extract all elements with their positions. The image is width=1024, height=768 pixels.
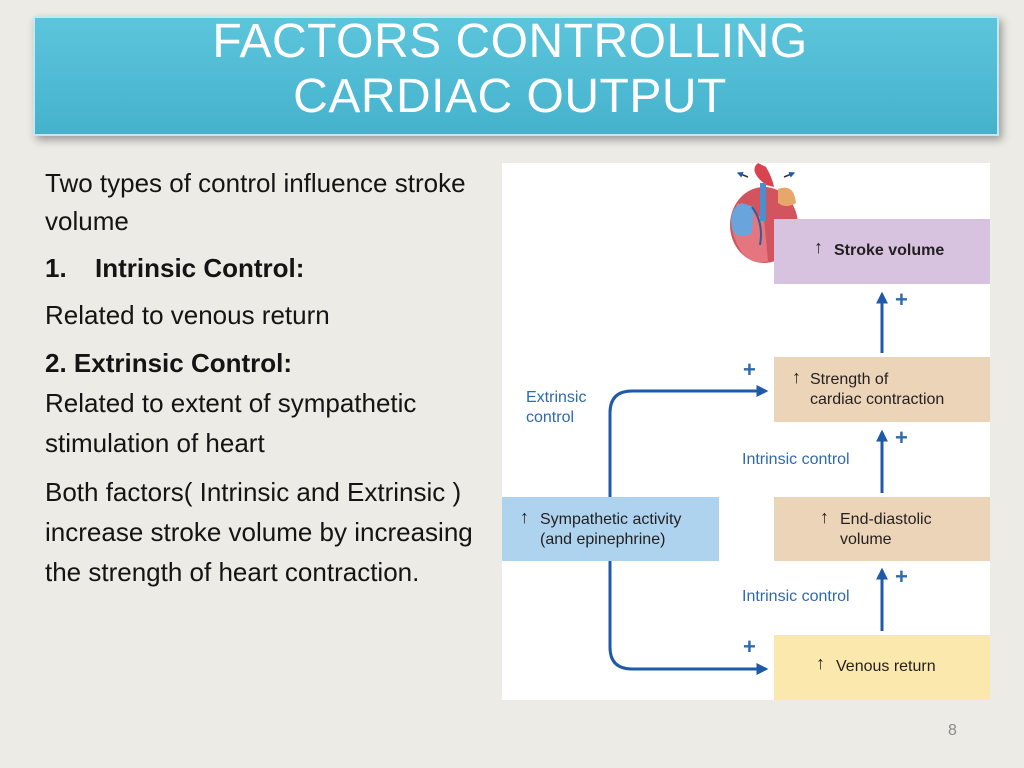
sympathetic-activity-box: ↑ Sympathetic activity (and epinephrine) — [502, 497, 719, 561]
stroke-volume-label: Stroke volume — [834, 242, 945, 259]
extrinsic-control-label-line-2: control — [526, 409, 575, 426]
extrinsic-heading: 2. Extrinsic Control: — [45, 348, 293, 378]
intro-paragraph: Two types of control influence stroke vo… — [45, 168, 466, 236]
sympathetic-label-line-1: Sympathetic activity — [540, 511, 682, 528]
increase-arrow-icon: ↑ — [520, 507, 529, 527]
edv-label-line-2: volume — [840, 531, 892, 548]
plus-sign-extrinsic: + — [743, 357, 756, 382]
heart-illustration-icon — [730, 163, 798, 263]
title-line-1: FACTORS CONTROLLING — [212, 15, 808, 68]
increase-arrow-icon: ↑ — [792, 367, 801, 387]
intrinsic-heading: 1. Intrinsic Control: — [45, 249, 485, 287]
plus-sign-venous: + — [743, 634, 756, 659]
increase-arrow-icon: ↑ — [814, 237, 823, 257]
conclusion-paragraph: Both factors( Intrinsic and Extrinsic ) … — [45, 477, 473, 587]
intrinsic-description: Related to venous return — [45, 300, 330, 330]
increase-arrow-icon: ↑ — [816, 653, 825, 673]
diagram-arrows — [608, 163, 888, 675]
venous-return-label: Venous return — [836, 658, 936, 675]
sympathetic-label-line-2: (and epinephrine) — [540, 531, 666, 548]
stroke-volume-box: ↑ Stroke volume — [774, 219, 990, 284]
strength-label-line-1: Strength of — [810, 371, 889, 388]
strength-of-contraction-box: ↑ Strength of cardiac contraction — [774, 357, 990, 422]
end-diastolic-volume-box: ↑ End-diastolic volume — [774, 497, 990, 561]
extrinsic-block: 2. Extrinsic Control: Related to extent o… — [45, 343, 485, 463]
item-number: 1. — [45, 253, 67, 283]
plus-sign-strength: + — [895, 425, 908, 450]
intrinsic-control-label-upper: Intrinsic control — [742, 451, 850, 468]
title-line-2: CARDIAC OUTPUT — [293, 70, 727, 123]
intrinsic-control-label-lower: Intrinsic control — [742, 588, 850, 605]
plus-sign-stroke: + — [895, 287, 908, 312]
increase-arrow-icon: ↑ — [820, 507, 829, 527]
extrinsic-control-label-line-1: Extrinsic — [526, 389, 587, 406]
cardiac-output-diagram: ↑ Stroke volume ↑ Strength of cardiac co… — [502, 163, 990, 700]
body-text: Two types of control influence stroke vo… — [45, 164, 485, 601]
slide-title: FACTORS CONTROLLING CARDIAC OUTPUT — [40, 14, 980, 124]
intrinsic-heading-text: Intrinsic Control: — [95, 253, 305, 283]
title-banner — [33, 16, 999, 136]
strength-label-line-2: cardiac contraction — [810, 391, 945, 408]
plus-sign-edv: + — [895, 564, 908, 589]
extrinsic-description: Related to extent of sympathetic stimula… — [45, 388, 417, 458]
page-number: 8 — [948, 722, 957, 739]
edv-label-line-1: End-diastolic — [840, 511, 932, 528]
venous-return-box: ↑ Venous return — [774, 635, 990, 700]
